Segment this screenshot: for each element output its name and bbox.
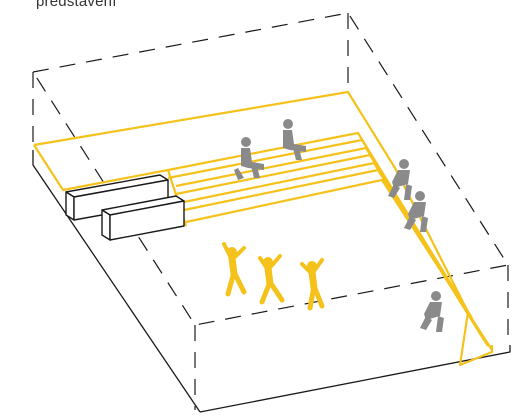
floor-front-left-edge	[32, 150, 201, 413]
dancer-icon	[258, 254, 285, 305]
seated-person-icon	[388, 159, 412, 200]
stage-blocks	[65, 174, 185, 241]
seated-person-icon	[404, 191, 428, 232]
room-dashed-outline	[32, 12, 509, 410]
back-platform-top	[33, 90, 396, 169]
seated-person-icon	[283, 119, 306, 160]
dancers	[222, 242, 325, 311]
dancer-icon	[222, 242, 247, 297]
seated-person-icon	[420, 291, 444, 332]
diagram-caption: představení	[36, 0, 117, 10]
stage-block-front	[101, 195, 185, 241]
back-platform-front	[33, 144, 169, 192]
floor-front-right-edge	[199, 345, 511, 413]
ceiling-outline	[32, 12, 509, 326]
seated-people	[234, 119, 444, 332]
steps-right-end	[458, 311, 494, 367]
step-4	[185, 178, 493, 351]
floor-outline	[32, 150, 511, 413]
dancer-icon	[300, 258, 325, 311]
seated-person-icon	[234, 137, 264, 180]
